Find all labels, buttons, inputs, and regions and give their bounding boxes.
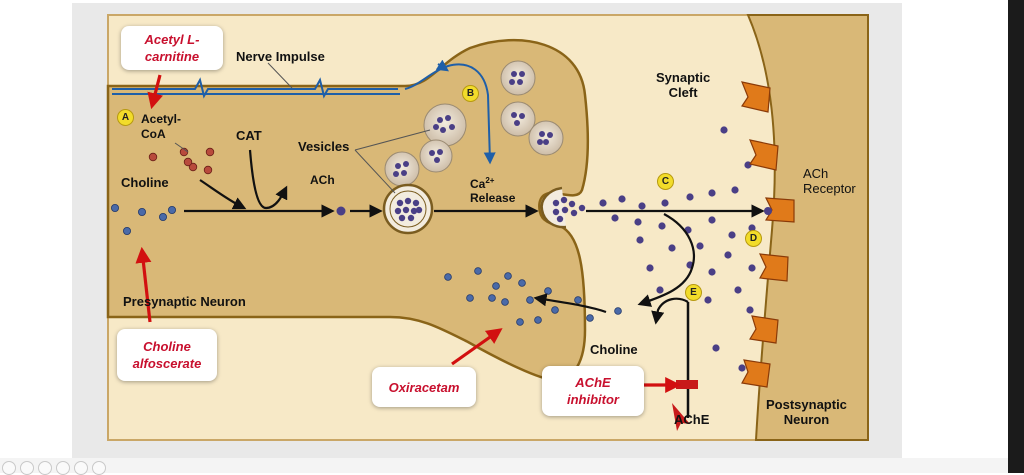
ca-release-label: Ca2+ Release <box>470 174 515 205</box>
badge-b: B <box>462 85 479 102</box>
ca-charge: 2+ <box>485 176 495 185</box>
storage-vesicles <box>384 60 564 187</box>
choline-molecules <box>111 203 622 326</box>
badge-c: C <box>657 173 674 190</box>
badge-d: D <box>745 230 762 247</box>
ach-label: ACh <box>310 173 335 187</box>
choline-alfoscerate-callout: Choline alfoscerate <box>117 329 217 381</box>
release-word: Release <box>470 191 516 205</box>
bound-ach-molecule <box>764 207 772 215</box>
annotation-arrows <box>135 74 682 393</box>
nerve-impulse-label: Nerve Impulse <box>236 49 325 64</box>
postsynaptic-neuron <box>746 14 869 441</box>
leader-lines <box>174 62 431 194</box>
ach-receptor-label: ACh Receptor <box>803 166 856 196</box>
choline-label-bottom: Choline <box>590 342 638 357</box>
synaptic-cleft-label: Synaptic Cleft <box>656 70 711 100</box>
acetyl-coa-label: Acetyl- CoA <box>141 112 182 141</box>
vesicles-label: Vesicles <box>298 139 350 154</box>
choline-label-left: Choline <box>121 175 169 190</box>
exocytosis-vesicle <box>540 186 586 229</box>
viewer-side-bar <box>1008 0 1024 473</box>
oxiracetam-callout: Oxiracetam <box>372 367 476 407</box>
cleft-ach-molecules <box>599 126 756 372</box>
cat-label: CAT <box>236 128 262 143</box>
cursor-pointer-icon <box>672 403 690 431</box>
ach-molecule <box>336 206 346 216</box>
viewer-controls-strip <box>0 458 1008 473</box>
postsynaptic-neuron-label: Postsynaptic Neuron <box>766 397 847 427</box>
process-arrows <box>184 149 765 325</box>
docked-vesicle <box>382 183 434 235</box>
ach-receptors <box>741 81 795 388</box>
ache-inhibitor-callout: AChE inhibitor <box>542 366 644 416</box>
acetyl-l-carnitine-callout: Acetyl L- carnitine <box>121 26 223 70</box>
badge-e: E <box>685 284 702 301</box>
presynaptic-neuron-label: Presynaptic Neuron <box>123 294 246 309</box>
ca-symbol: Ca <box>470 177 486 191</box>
ache-label: AChE <box>674 412 710 427</box>
badge-a: A <box>117 109 134 126</box>
ache-enzyme <box>676 302 698 418</box>
